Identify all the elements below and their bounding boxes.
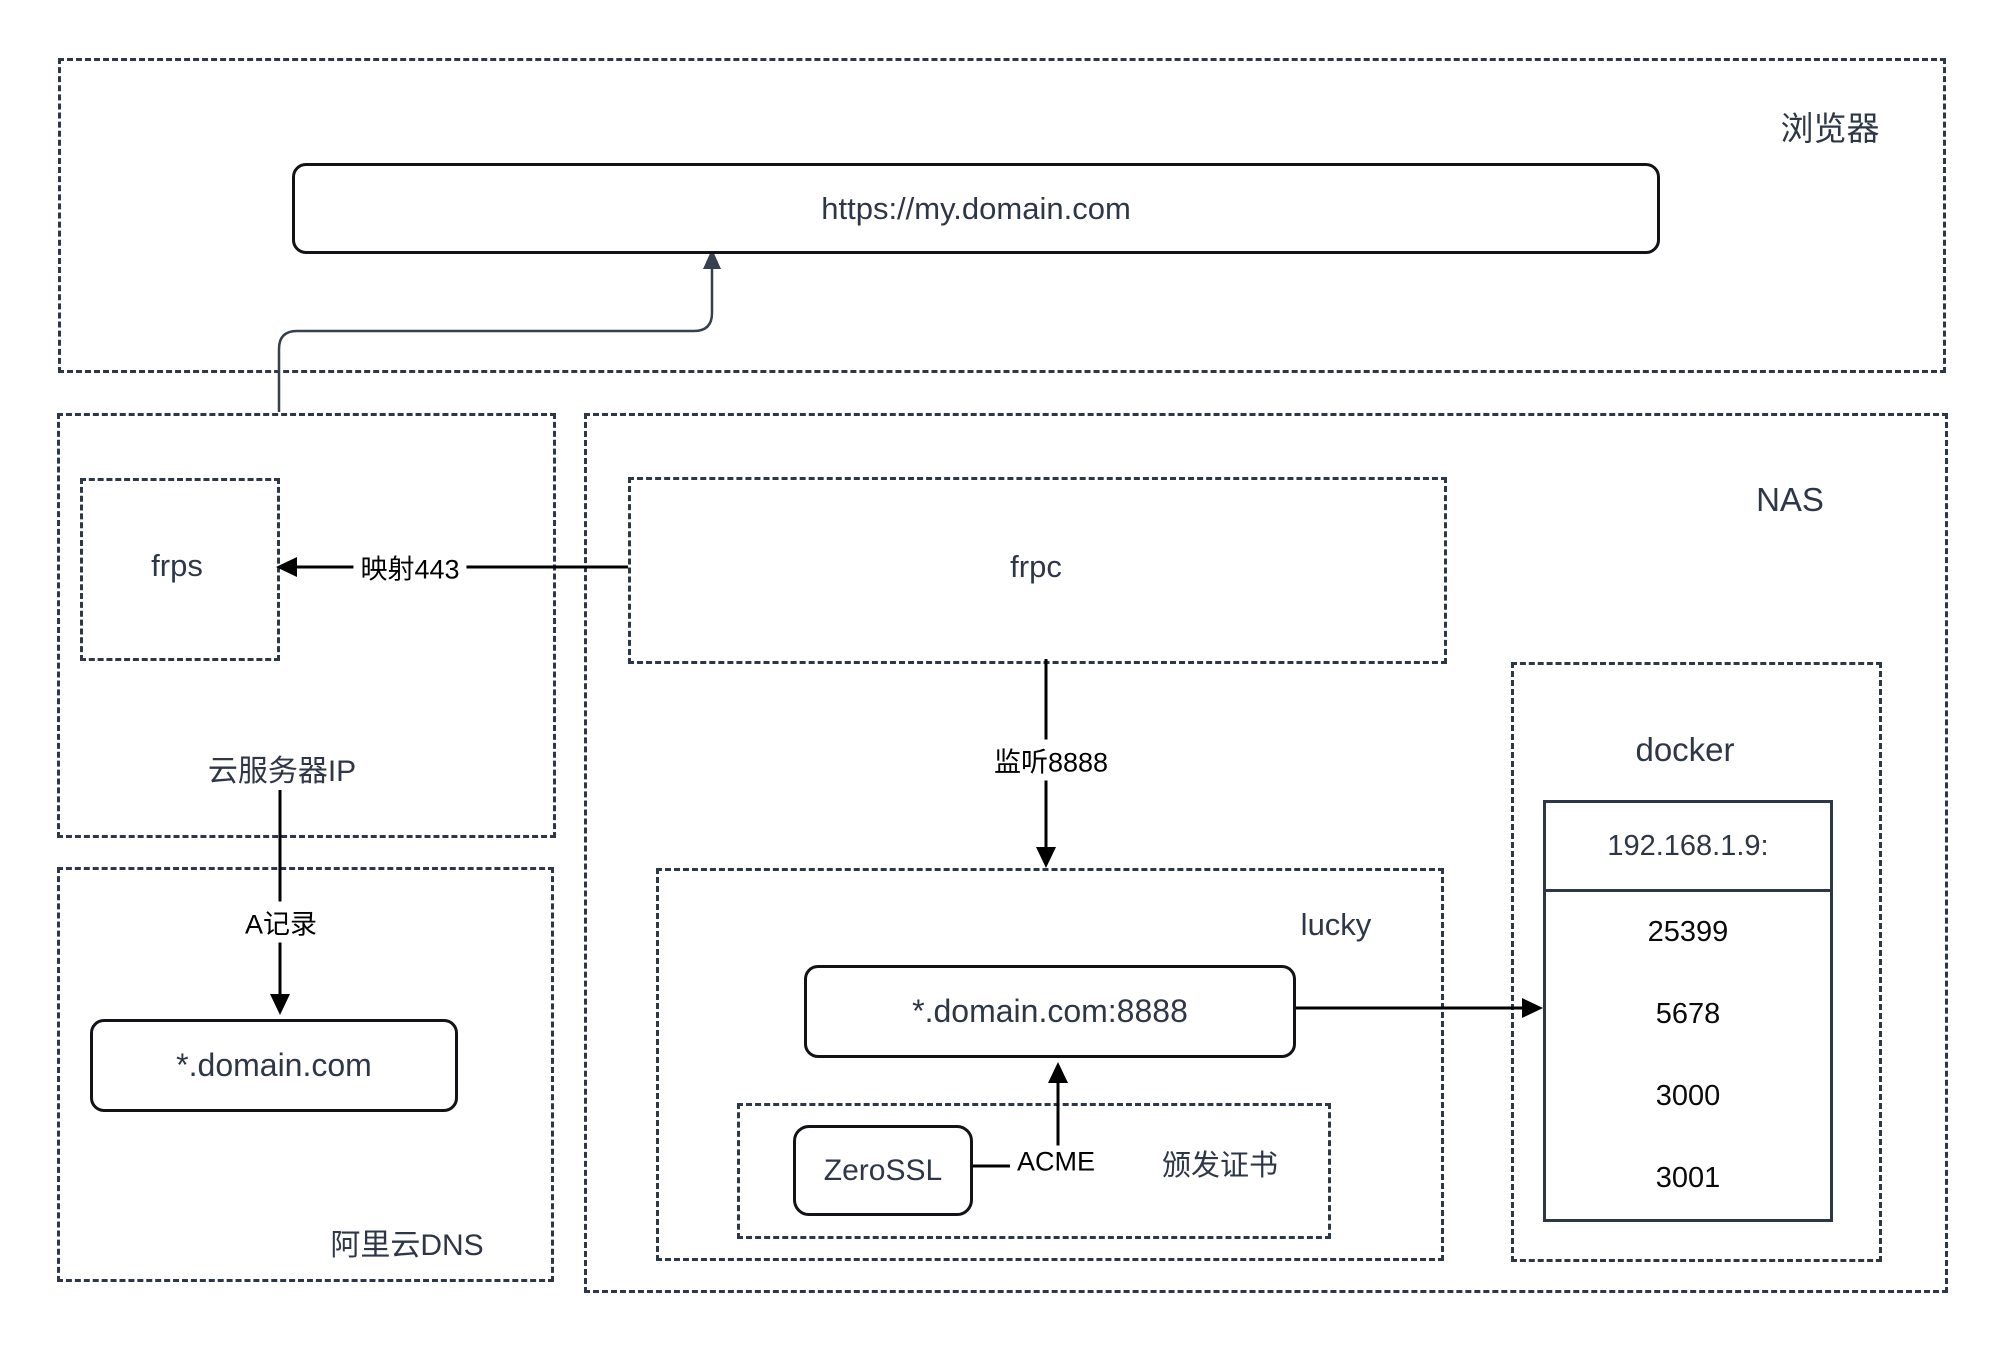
docker-port-table: 192.168.1.9: 25399 5678 3000 3001 — [1543, 800, 1833, 1222]
edge-lucky-to-docker — [1291, 998, 1543, 1018]
browser-label: 浏览器 — [1780, 110, 1880, 147]
cloud-server-container — [57, 413, 556, 838]
issue-cert-label: 颁发证书 — [1161, 1150, 1279, 1182]
frpc-label: frpc — [1010, 549, 1062, 584]
cloud-server-label: 云服务器IP — [207, 755, 357, 788]
docker-port-row: 3001 — [1655, 1161, 1721, 1194]
nas-label: NAS — [1756, 481, 1824, 518]
arrowhead-down — [1036, 847, 1056, 868]
wildcard-domain-box: *.domain.com — [90, 1019, 458, 1112]
arrowhead-down — [270, 994, 290, 1015]
lucky-label: lucky — [1300, 907, 1372, 942]
docker-port-row: 3000 — [1655, 1079, 1721, 1112]
wildcard-domain-text: *.domain.com — [176, 1047, 372, 1083]
lucky-container — [656, 868, 1444, 1261]
cert-container — [737, 1103, 1331, 1239]
frps-box — [80, 478, 280, 661]
edge-frps-to-browser — [277, 249, 721, 412]
docker-container — [1511, 662, 1882, 1262]
docker-label: docker — [1635, 731, 1735, 768]
browser-address-bar: https://my.domain.com — [292, 163, 1660, 254]
arrowhead-up — [1048, 1062, 1068, 1083]
zerossl-text: ZeroSSL — [823, 1153, 943, 1187]
edge-label-a-record: A记录 — [237, 901, 325, 943]
frps-label: frps — [151, 548, 203, 583]
arrowhead-right — [1522, 998, 1543, 1018]
dns-container — [57, 867, 554, 1282]
docker-port-list: 25399 5678 3000 3001 — [1546, 892, 1830, 1219]
browser-container — [58, 58, 1946, 373]
zerossl-box: ZeroSSL — [793, 1125, 973, 1216]
nas-container — [584, 413, 1948, 1293]
lucky-route-box: *.domain.com:8888 — [804, 965, 1296, 1058]
dns-label: 阿里云DNS — [330, 1229, 484, 1262]
frpc-box — [628, 477, 1447, 664]
address-bar-text: https://my.domain.com — [821, 190, 1131, 226]
lucky-route-text: *.domain.com:8888 — [912, 993, 1188, 1029]
edge-label-map443: 映射443 — [353, 546, 467, 588]
edge-label-acme: ACME — [1009, 1145, 1103, 1179]
docker-port-row: 5678 — [1655, 998, 1721, 1031]
arrowhead-left — [276, 557, 297, 577]
edge-cloud-to-dns — [270, 790, 290, 1015]
docker-host-ip: 192.168.1.9: — [1546, 803, 1830, 892]
arrowhead-up — [703, 249, 721, 269]
edge-label-listen8888: 监听8888 — [986, 739, 1116, 781]
docker-port-row: 25399 — [1647, 916, 1729, 949]
